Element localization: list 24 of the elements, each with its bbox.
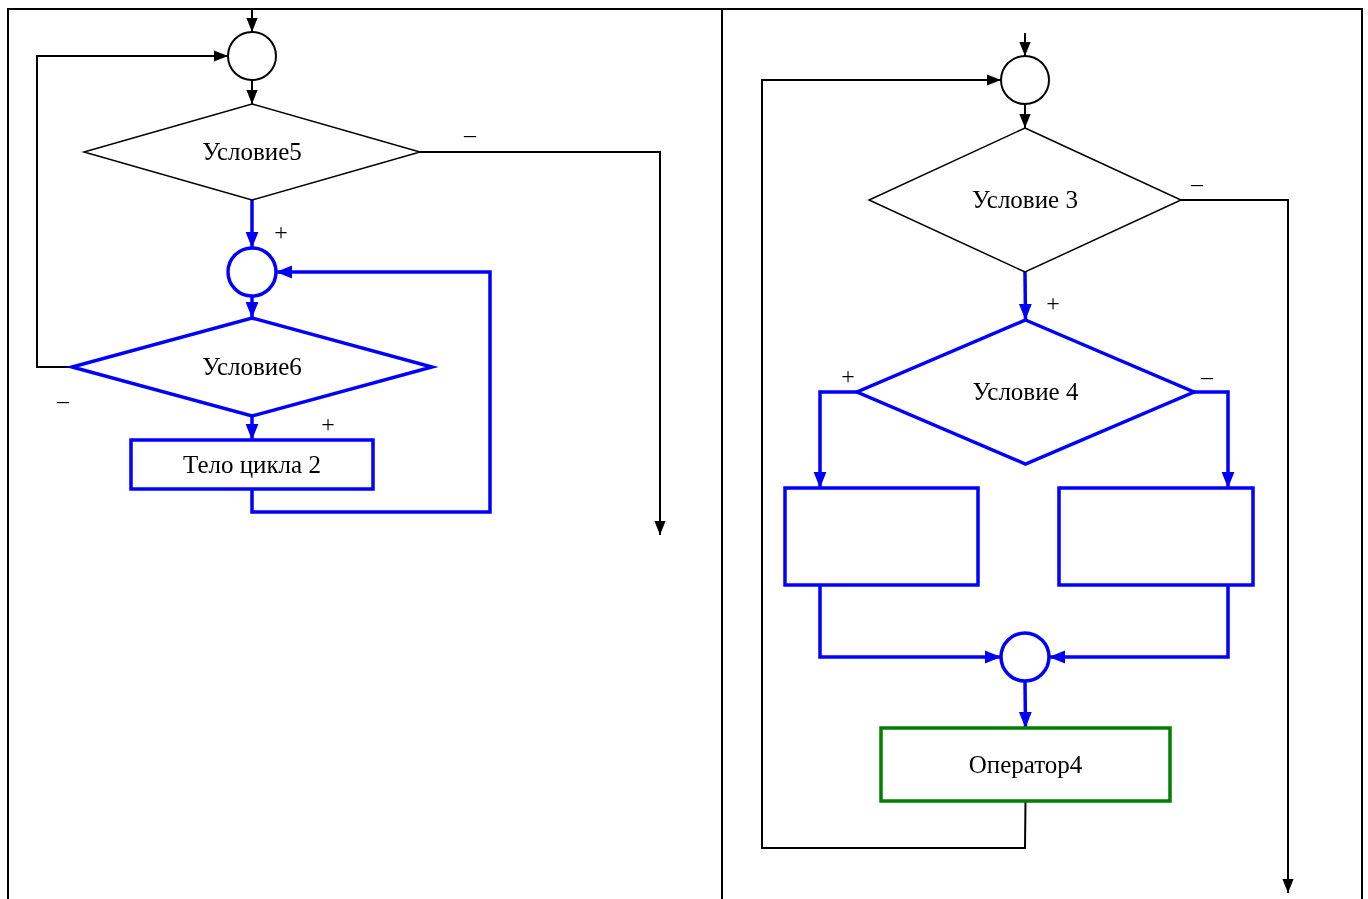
arrow	[250, 265, 492, 514]
condition-text: Условие 4	[972, 378, 1079, 406]
arrow	[419, 151, 666, 536]
arrow	[246, 9, 258, 33]
arrow	[761, 74, 1027, 849]
arrow	[1194, 390, 1235, 488]
process-text: Тело цикла 2	[183, 450, 321, 479]
arrow	[1019, 32, 1031, 57]
condition-text: Условие 3	[972, 186, 1078, 214]
arrow	[1019, 103, 1031, 129]
arrow	[36, 50, 229, 368]
arrow	[245, 416, 259, 440]
condition-text: Условие5	[202, 138, 302, 166]
arrow	[1180, 199, 1294, 894]
arrow	[246, 79, 258, 105]
arrow	[1018, 681, 1032, 728]
process-text: Оператор4	[968, 750, 1083, 779]
arrow	[245, 296, 259, 318]
arrow	[813, 390, 857, 488]
arrow	[818, 585, 1001, 664]
condition-text: Условие6	[202, 353, 302, 381]
arrow	[1018, 272, 1032, 320]
arrow	[245, 200, 259, 248]
arrow	[1049, 585, 1230, 664]
